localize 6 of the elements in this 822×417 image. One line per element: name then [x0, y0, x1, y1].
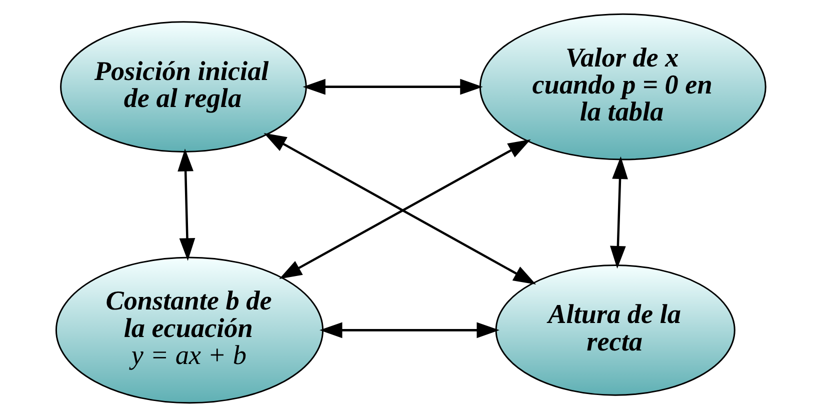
arrow: [178, 148, 196, 261]
arrow: [302, 78, 483, 95]
arrow: [610, 156, 628, 269]
node-ellipse: Valor de x cuando p = 0 en la tabla: [479, 13, 766, 160]
node-ellipse: Constante b de la ecuación y = ax + b: [55, 256, 324, 404]
arrow: [320, 322, 500, 338]
